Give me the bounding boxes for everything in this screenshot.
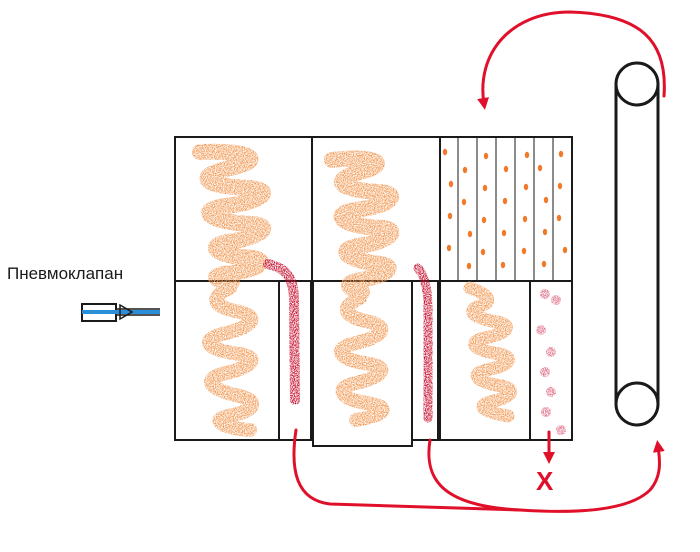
particle-dot <box>442 148 448 156</box>
red-bubble <box>540 289 550 299</box>
particle-dot <box>562 246 568 254</box>
chamber-bottom-3-channel <box>529 280 573 441</box>
red-bubble <box>536 325 546 335</box>
particle-dot <box>537 164 543 172</box>
valve-label: Пневмоклапан <box>7 264 124 283</box>
particle-dot <box>521 247 527 255</box>
conveyor-icon <box>614 61 660 427</box>
red-bubble <box>541 407 551 417</box>
particle-dot <box>447 212 453 220</box>
chamber-top-3 <box>439 136 573 282</box>
filter-grid <box>457 137 554 281</box>
particle-dot <box>557 182 563 190</box>
particle-dot <box>446 244 452 252</box>
particle-dot <box>462 166 468 174</box>
red-bubble <box>546 347 556 357</box>
particle-dot <box>543 196 549 204</box>
red-bubble <box>556 425 566 435</box>
particle-dot <box>541 260 547 268</box>
particle-dot <box>558 150 564 158</box>
arrow-icon <box>292 10 666 513</box>
particle-dot <box>482 184 488 192</box>
particle-dot <box>500 261 506 269</box>
particle-dot <box>501 229 507 237</box>
particle-dots <box>442 148 568 270</box>
particle-dot <box>523 183 529 191</box>
red-bubbles <box>536 289 566 435</box>
red-bubble <box>546 387 556 397</box>
particle-dot <box>448 180 454 188</box>
particle-dot <box>481 216 487 224</box>
particle-dot <box>522 215 528 223</box>
outlet-mark: X <box>536 466 554 496</box>
particle-dot <box>467 230 473 238</box>
red-media <box>263 259 433 423</box>
particle-dot <box>542 228 548 236</box>
red-bubble <box>540 367 550 377</box>
particle-dot <box>524 151 530 159</box>
valve-icon <box>81 303 160 322</box>
particle-dot <box>503 165 509 173</box>
particle-dot <box>461 198 467 206</box>
particle-dot <box>480 248 486 256</box>
particle-dot <box>556 214 562 222</box>
particle-dot <box>466 262 472 270</box>
orange-media <box>192 143 518 437</box>
particle-dot <box>483 152 489 160</box>
red-bubble <box>551 295 561 305</box>
particle-dot <box>502 197 508 205</box>
